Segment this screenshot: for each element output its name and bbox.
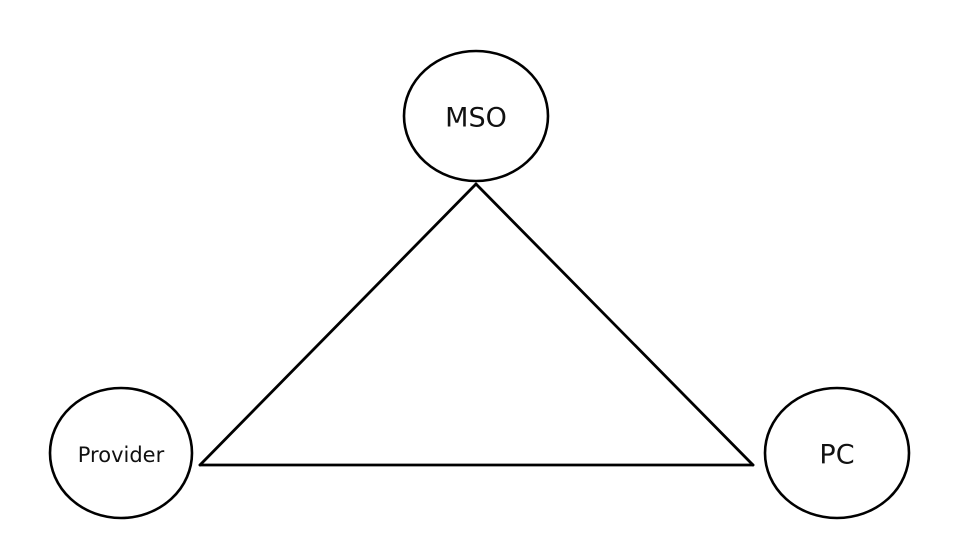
node-provider-circle [48, 386, 194, 520]
node-pc: PC [763, 386, 911, 520]
edge-mso-provider [198, 182, 478, 467]
node-mso-circle [402, 49, 550, 183]
node-provider-label: Provider [78, 443, 165, 467]
node-mso-label: MSO [445, 103, 507, 134]
node-pc-circle [763, 386, 911, 520]
node-mso: MSO [402, 49, 550, 183]
edge-mso-pc [474, 182, 755, 467]
node-provider: Provider [48, 386, 194, 520]
node-pc-label: PC [819, 440, 854, 471]
